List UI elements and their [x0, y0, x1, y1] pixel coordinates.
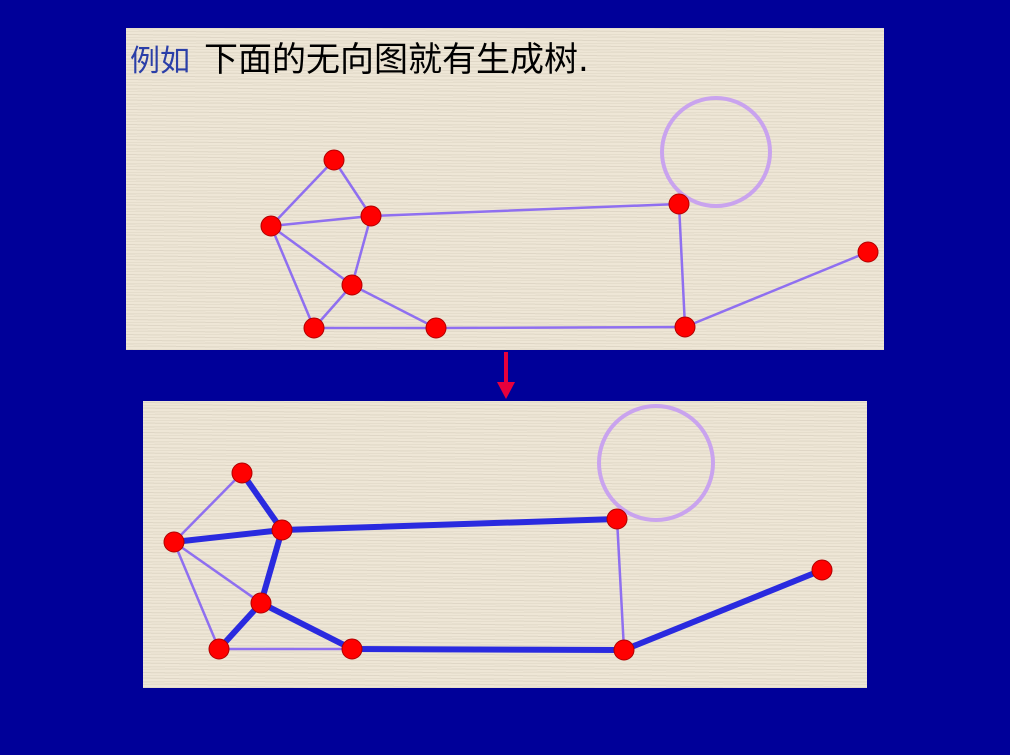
vertex-rect-bottom-right: [674, 316, 696, 338]
down-arrow-icon: [497, 352, 515, 399]
spanning-tree-panel: [143, 401, 867, 688]
vertex-upper-mid: [271, 519, 293, 541]
graph-edge: [369, 202, 681, 218]
graph-edge: [172, 471, 244, 544]
vertex-top: [323, 149, 345, 171]
spanning-tree-graph: [163, 404, 833, 661]
spanning-tree-edge: [239, 470, 285, 533]
graph-edge: [677, 202, 687, 329]
vertex-center: [250, 592, 272, 614]
caption-prefix: 例如: [130, 44, 190, 79]
graph-edge: [269, 158, 336, 228]
graph-edge: [172, 540, 221, 651]
spanning-tree-edge: [258, 527, 285, 606]
graph-edge: [683, 250, 870, 329]
undirected-graph: [260, 96, 879, 339]
graph-edge: [172, 540, 263, 605]
graph-edge: [269, 214, 373, 228]
sun-circle: [597, 404, 715, 522]
vertex-top: [231, 462, 253, 484]
vertex-bottom-left: [303, 317, 325, 339]
graph-edge: [269, 224, 354, 287]
vertex-upper-mid: [360, 205, 382, 227]
caption-text: 下面的无向图就有生成树.: [204, 40, 589, 80]
sun-circle: [660, 96, 772, 208]
caption: 例如下面的无向图就有生成树.: [130, 32, 589, 81]
vertex-far-right: [857, 241, 879, 263]
vertex-rect-top-right: [606, 508, 628, 530]
vertex-left: [163, 531, 185, 553]
vertex-left: [260, 215, 282, 237]
graph-edge: [350, 283, 438, 330]
original-graph-panel: 例如下面的无向图就有生成树.: [126, 28, 884, 350]
graph-edge: [350, 214, 373, 287]
spanning-tree-edge: [279, 516, 620, 533]
spanning-tree-edge: [171, 527, 285, 545]
graph-edge: [434, 325, 687, 330]
graph-edge: [269, 224, 316, 330]
graph-edge: [332, 158, 373, 218]
vertex-far-right: [811, 559, 833, 581]
vertex-rect-top-right: [668, 193, 690, 215]
spanning-tree-edge: [621, 567, 825, 653]
vertex-bottom-mid: [341, 638, 363, 660]
spanning-tree-edge: [349, 646, 627, 653]
vertex-bottom-mid: [425, 317, 447, 339]
vertex-center: [341, 274, 363, 296]
vertex-bottom-left: [208, 638, 230, 660]
spanning-tree-edge: [258, 600, 355, 652]
graph-edge: [615, 517, 626, 652]
vertex-rect-bottom-right: [613, 639, 635, 661]
